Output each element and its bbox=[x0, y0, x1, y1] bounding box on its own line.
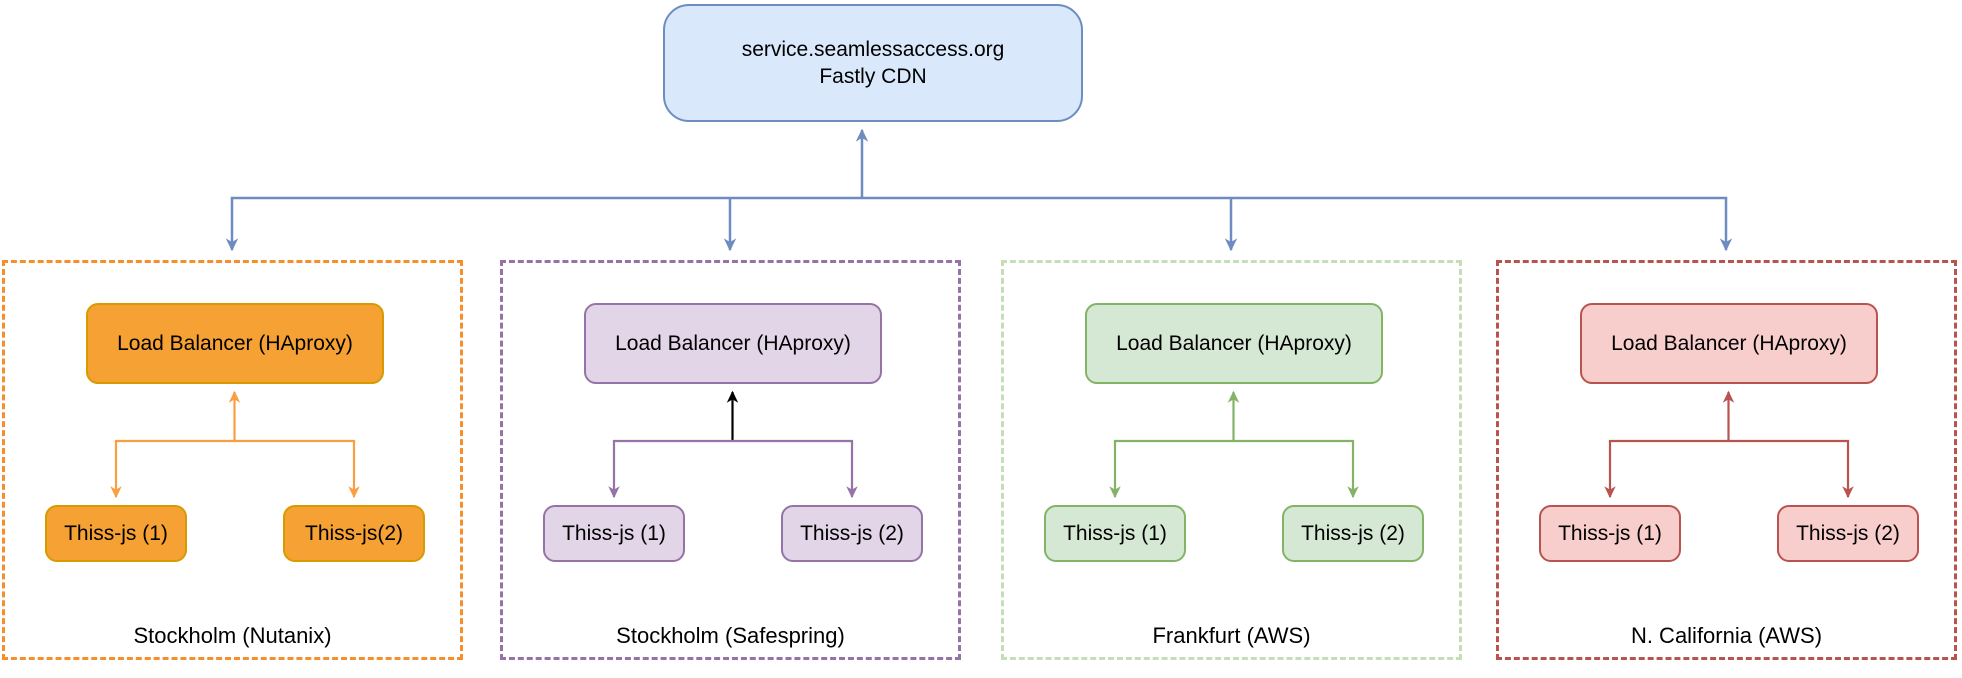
thiss-js-node-1: Thiss-js (1) bbox=[45, 505, 187, 562]
thiss-js-node-2: Thiss-js(2) bbox=[283, 505, 425, 562]
thiss-js-node-2: Thiss-js (2) bbox=[1282, 505, 1424, 562]
region-label: Stockholm (Nutanix) bbox=[133, 623, 332, 648]
load-balancer-node: Load Balancer (HAproxy) bbox=[86, 303, 384, 384]
region-label: Frankfurt (AWS) bbox=[1152, 623, 1311, 648]
region-stockholm-safespring: Load Balancer (HAproxy) Thiss-js (1) Thi… bbox=[500, 260, 961, 660]
load-balancer-node: Load Balancer (HAproxy) bbox=[1085, 303, 1383, 384]
region-label: N. California (AWS) bbox=[1630, 623, 1823, 648]
thiss-js-node-2: Thiss-js (2) bbox=[781, 505, 923, 562]
cdn-hostname: service.seamlessaccess.org bbox=[741, 38, 1005, 61]
cdn-provider: Fastly CDN bbox=[819, 65, 927, 88]
thiss-js-node-1: Thiss-js (1) bbox=[543, 505, 685, 562]
region-frankfurt-aws: Load Balancer (HAproxy) Thiss-js (1) Thi… bbox=[1001, 260, 1462, 660]
region-label: Stockholm (Safespring) bbox=[616, 623, 845, 648]
load-balancer-node: Load Balancer (HAproxy) bbox=[584, 303, 882, 384]
cdn-node: service.seamlessaccess.org Fastly CDN bbox=[663, 4, 1083, 122]
thiss-js-node-1: Thiss-js (1) bbox=[1044, 505, 1186, 562]
region-n-california-aws: Load Balancer (HAproxy) Thiss-js (1) Thi… bbox=[1496, 260, 1957, 660]
load-balancer-node: Load Balancer (HAproxy) bbox=[1580, 303, 1878, 384]
region-stockholm-nutanix: Load Balancer (HAproxy) Thiss-js (1) Thi… bbox=[2, 260, 463, 660]
thiss-js-node-2: Thiss-js (2) bbox=[1777, 505, 1919, 562]
thiss-js-node-1: Thiss-js (1) bbox=[1539, 505, 1681, 562]
